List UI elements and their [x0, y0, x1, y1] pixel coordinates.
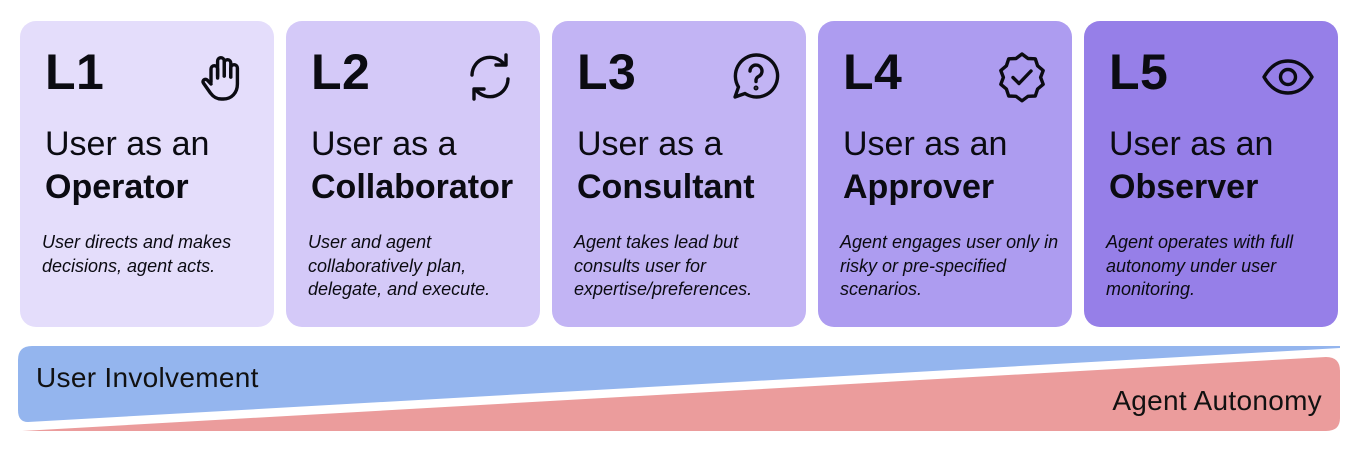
level-code: L5	[1109, 44, 1169, 100]
question-bubble-icon	[728, 49, 784, 105]
refresh-icon	[462, 49, 518, 105]
role-name: Collaborator	[311, 168, 514, 206]
agent-autonomy-label: Agent Autonomy	[1112, 385, 1322, 416]
level-description: Agent takes lead but consults user for e…	[574, 232, 753, 299]
level-card-l1: L1 User as an Operator User directs and …	[20, 21, 274, 327]
check-badge-icon	[994, 49, 1050, 105]
role-name: Operator	[45, 168, 189, 206]
user-involvement-label: User Involvement	[36, 362, 259, 393]
level-code: L1	[45, 44, 105, 100]
role-name: Observer	[1109, 168, 1259, 206]
role-prefix: User as an	[1109, 125, 1274, 163]
eye-icon	[1260, 49, 1316, 105]
level-card-l3: L3 User as a Consultant Agent takes lead…	[552, 21, 806, 327]
role-prefix: User as a	[311, 125, 457, 163]
role-name: Approver	[843, 168, 995, 206]
level-description: User directs and makes decisions, agent …	[42, 232, 232, 276]
level-code: L4	[843, 44, 903, 100]
role-prefix: User as a	[577, 125, 723, 163]
hand-icon	[196, 49, 252, 105]
level-card-l5: L5 User as an Observer Agent operates wi…	[1084, 21, 1338, 327]
role-prefix: User as an	[45, 125, 210, 163]
level-card-l2: L2 User as a Collaborator User and agent…	[286, 21, 540, 327]
agent-autonomy-wedge	[22, 357, 1340, 431]
level-description: Agent engages user only in risky or pre-…	[840, 232, 1059, 299]
level-description: User and agent collaboratively plan, del…	[308, 232, 491, 299]
level-description: Agent operates with full autonomy under …	[1106, 232, 1294, 299]
level-code: L2	[311, 44, 371, 100]
role-name: Consultant	[577, 168, 755, 206]
role-prefix: User as an	[843, 125, 1008, 163]
user-involvement-wedge	[18, 346, 1340, 422]
level-card-l4: L4 User as an Approver Agent engages use…	[818, 21, 1072, 327]
level-code: L3	[577, 44, 637, 100]
